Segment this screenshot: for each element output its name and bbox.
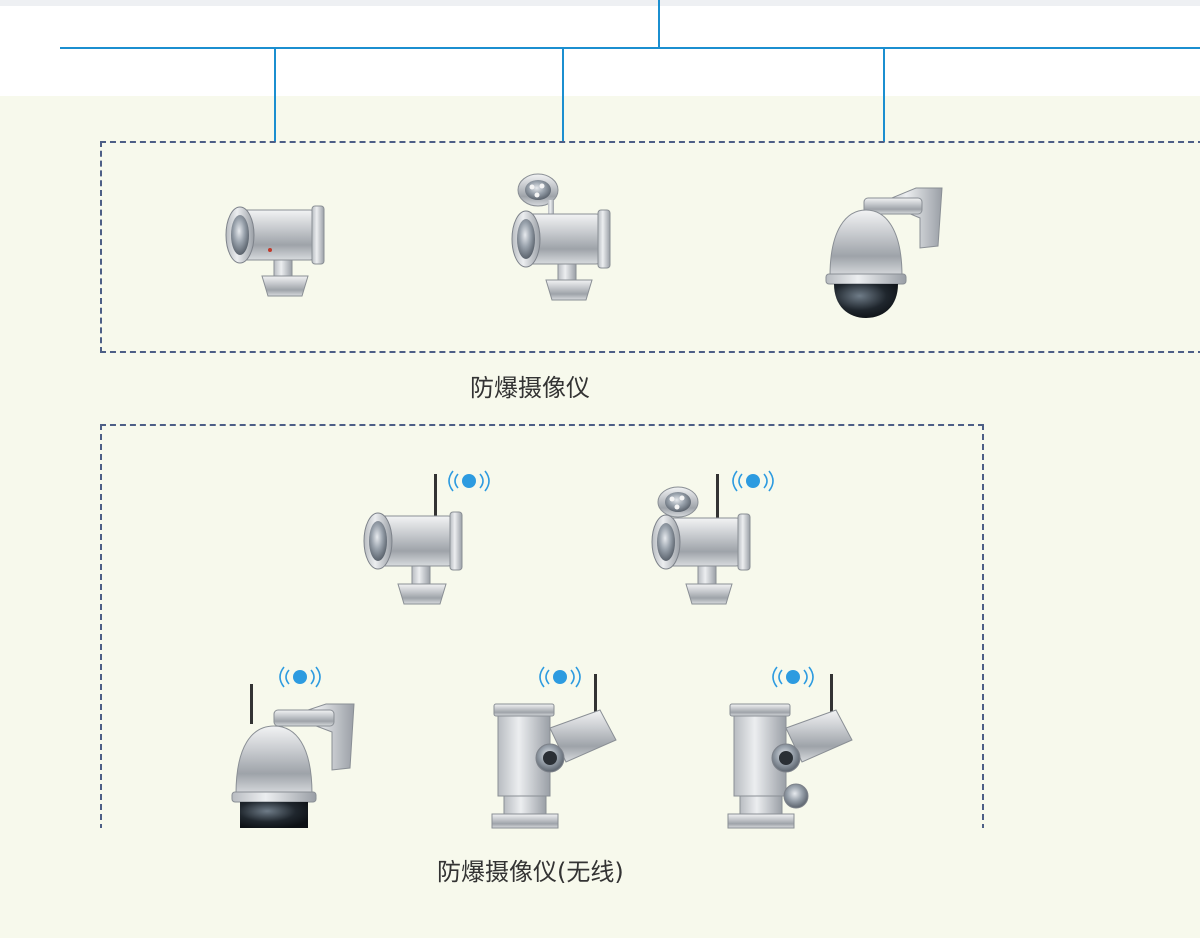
wifi-signal-icon (279, 666, 321, 688)
dome-camera-icon (825, 187, 943, 318)
bus-drop-main (658, 0, 660, 48)
wifi-signal-icon (448, 470, 490, 492)
wifi-signal-icon (732, 470, 774, 492)
wired-camera-caption: 防爆摄像仪 (470, 374, 590, 402)
wifi-signal-icon (539, 666, 581, 688)
bus-drop-1 (274, 48, 276, 142)
bottom-band (0, 828, 1200, 938)
wireless-camera-caption: 防爆摄像仪(无线) (437, 858, 624, 886)
dome-camera-wireless-icon (231, 684, 355, 828)
ptz-camera-ir-wireless-icon (727, 674, 853, 829)
bullet-camera-wireless-icon (363, 474, 463, 605)
bus-drop-2 (562, 48, 564, 142)
wired-camera-group (100, 141, 1200, 353)
wifi-signal-icon (772, 666, 814, 688)
bullet-camera-ir-icon (511, 173, 611, 301)
ptz-camera-wireless-icon (491, 674, 617, 829)
top-strip (0, 0, 1200, 6)
bus-drop-3 (883, 48, 885, 142)
bullet-camera-icon (225, 205, 325, 297)
bus-trunk (60, 47, 1200, 49)
bullet-camera-ir-wireless-icon (651, 474, 751, 605)
